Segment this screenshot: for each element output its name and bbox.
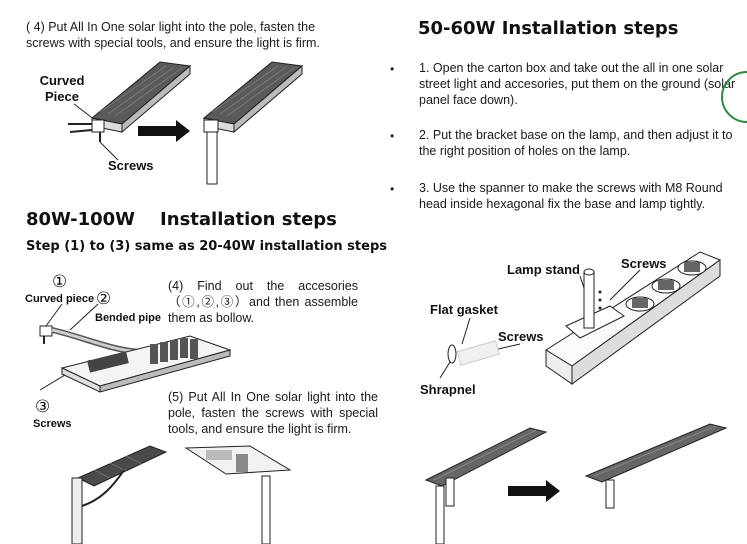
arrow-right-icon bbox=[138, 120, 190, 142]
screws-top-label: Screws bbox=[621, 256, 667, 271]
lamp-before-icon bbox=[68, 61, 192, 142]
screws-mid-label: Screws bbox=[498, 329, 544, 344]
flat-gasket-label: Flat gasket bbox=[430, 302, 498, 317]
num-1-label: ① bbox=[52, 272, 68, 292]
arrow-right-icon bbox=[508, 480, 560, 502]
solar-panel-icon bbox=[76, 445, 168, 487]
curved-piece-label: Curved piece bbox=[25, 293, 95, 305]
lamp-stand-label: Lamp stand bbox=[507, 262, 580, 277]
top-step4-text: ( 4) Put All In One solar light into the… bbox=[26, 20, 320, 50]
section-80-100-title: 80W-100W Installation steps bbox=[26, 209, 337, 230]
num-3-label: ③ bbox=[35, 397, 51, 417]
lamp-after-icon bbox=[202, 61, 304, 185]
bullet-2: • bbox=[390, 129, 395, 143]
section-50-60-title: 50-60W Installation steps bbox=[418, 18, 679, 39]
bullet-3: • bbox=[390, 182, 395, 196]
section-80-100-subtitle: Step (1) to (3) same as 20-40W installat… bbox=[26, 239, 387, 254]
num-2-label: ② bbox=[96, 289, 112, 309]
leader-line bbox=[73, 103, 96, 121]
top-screws-label: Screws bbox=[108, 158, 154, 173]
bended-pipe-label: Bended pipe bbox=[95, 312, 162, 324]
step-1-text: 1. Open the carton box and take out the … bbox=[419, 61, 736, 107]
step4-text: (4) Find out the accesories（①,②,③）and th… bbox=[168, 279, 358, 325]
step-2-text: 2. Put the bracket base on the lamp, and… bbox=[419, 128, 733, 158]
step-3-text: 3. Use the spanner to make the screws wi… bbox=[419, 181, 723, 211]
bullet-1: • bbox=[390, 62, 395, 76]
leader-line bbox=[99, 141, 119, 161]
screws-label: Screws bbox=[33, 418, 72, 430]
curved-piece-label: Curved Piece bbox=[39, 73, 85, 104]
step5-text: (5) Put All In One solar light into the … bbox=[168, 390, 378, 436]
accent-badge-icon bbox=[721, 71, 747, 123]
shrapnel-label: Shrapnel bbox=[420, 382, 476, 397]
